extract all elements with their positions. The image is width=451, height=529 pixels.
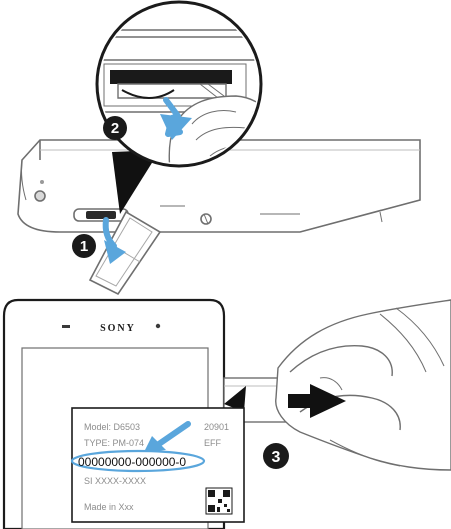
label-made-in: Made in Xxx (84, 502, 134, 512)
step-1-badge: 1 (72, 234, 96, 258)
step-3-number: 3 (272, 449, 281, 466)
step-2-number: 2 (111, 120, 119, 137)
label-model-code: 20901 (204, 422, 229, 432)
step-2-badge: 2 (103, 116, 127, 140)
qr-code (206, 488, 232, 514)
label-sticker: Model: D6503 20901 TYPE: PM-074 EFF 0000… (72, 408, 244, 522)
label-type: TYPE: PM-074 (84, 438, 144, 448)
step-1-number: 1 (80, 238, 88, 255)
label-type-code: EFF (204, 438, 222, 448)
label-serial: SI XXXX-XXXX (84, 476, 146, 486)
hand-drawing (276, 300, 451, 470)
label-model: Model: D6503 (84, 422, 140, 432)
label-imei: 00000000-000000-0 (78, 455, 186, 469)
step-3-badge: 3 (263, 443, 289, 469)
indicator-dot (40, 180, 44, 184)
phone-brand-logo: SONY (100, 323, 136, 334)
